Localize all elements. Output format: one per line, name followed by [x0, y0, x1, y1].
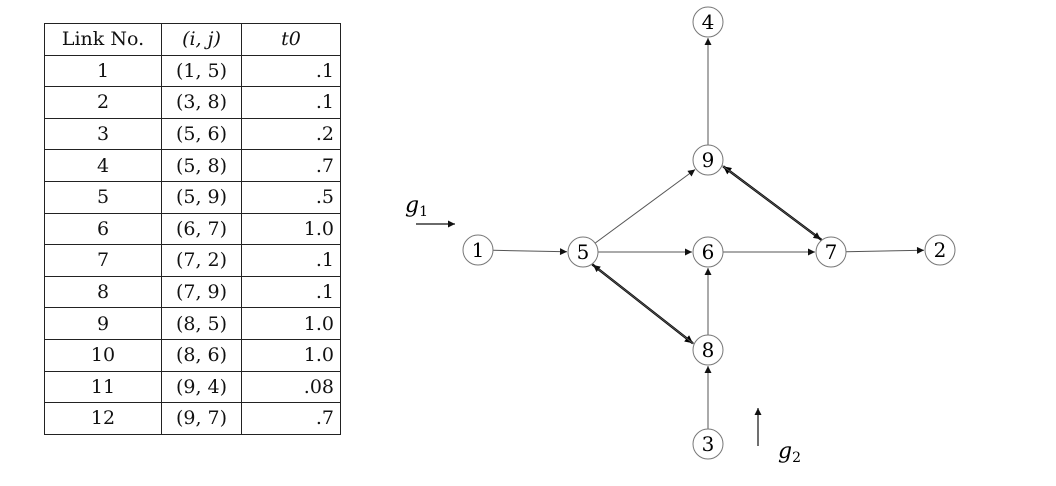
node-circle — [567, 236, 599, 268]
node-circle — [462, 234, 494, 266]
table-row: 10(8, 6)1.0 — [44, 338, 341, 372]
link-t0: 1.0 — [241, 307, 341, 340]
link-ij: (5, 6) — [161, 117, 242, 151]
node-circle — [692, 428, 724, 460]
node-label: 5 — [577, 240, 590, 264]
edge-7-2 — [845, 246, 925, 254]
node-4: 4 — [692, 6, 724, 38]
node-circle — [692, 144, 724, 176]
link-number: 2 — [44, 86, 162, 119]
link-ij: (7, 9) — [161, 275, 242, 309]
link-t0: .7 — [241, 402, 341, 435]
table-header-row: Link No. (i, j) t0 — [44, 23, 341, 56]
table-row: 9(8, 5)1.0 — [44, 307, 341, 340]
g1-label: g1 — [405, 193, 428, 220]
node-circle — [692, 6, 724, 38]
link-t0: .1 — [241, 54, 341, 88]
inflow-g2: g2 — [754, 408, 801, 466]
node-label: 2 — [934, 238, 947, 262]
link-ij: (5, 9) — [161, 180, 242, 214]
link-t0: 1.0 — [241, 212, 341, 246]
edge-9-7 — [722, 165, 821, 240]
link-t0: .7 — [241, 149, 341, 182]
edge-8-5 — [592, 264, 695, 345]
node-9: 9 — [692, 144, 724, 176]
link-ij: (6, 7) — [161, 212, 242, 246]
link-number: 10 — [44, 338, 162, 372]
header-ij: (i, j) — [161, 23, 242, 56]
link-ij: (9, 7) — [161, 402, 242, 435]
table-row: 6(6, 7)1.0 — [44, 212, 341, 246]
table-row: 8(7, 9).1 — [44, 275, 341, 309]
edge-5-9 — [594, 169, 696, 244]
table-row: 4(5, 8).7 — [44, 149, 341, 182]
table-row: 5(5, 9).5 — [44, 180, 341, 214]
node-circle — [692, 334, 724, 366]
node-label: 3 — [702, 432, 715, 456]
table-row: 12(9, 7).7 — [44, 402, 341, 435]
node-circle — [815, 236, 847, 268]
link-number: 9 — [44, 307, 162, 340]
node-label: 1 — [472, 238, 485, 262]
link-number: 4 — [44, 149, 162, 182]
node-circle — [692, 236, 724, 268]
node-label: 8 — [702, 338, 715, 362]
link-number: 3 — [44, 117, 162, 151]
table-row: 1(1, 5).1 — [44, 54, 341, 88]
link-number: 12 — [44, 402, 162, 435]
link-ij: (8, 5) — [161, 307, 242, 340]
node-3: 3 — [692, 428, 724, 460]
table-row: 7(7, 2).1 — [44, 244, 341, 277]
g2-label: g2 — [778, 439, 801, 466]
node-2: 2 — [924, 234, 956, 266]
node-8: 8 — [692, 334, 724, 366]
table-row: 2(3, 8).1 — [44, 86, 341, 119]
link-t0: .2 — [241, 117, 341, 151]
link-t0: .1 — [241, 275, 341, 309]
edge-1-5 — [492, 248, 568, 256]
inflow-g1: g1 — [405, 193, 455, 228]
header-link-no: Link No. — [44, 23, 162, 56]
node-label: 7 — [825, 240, 838, 264]
link-number: 8 — [44, 275, 162, 309]
node-label: 9 — [702, 148, 715, 172]
link-t0: .1 — [241, 86, 341, 119]
node-label: 6 — [702, 240, 715, 264]
node-circle — [924, 234, 956, 266]
node-1: 1 — [462, 234, 494, 266]
link-ij: (3, 8) — [161, 86, 242, 119]
table-row: 3(5, 6).2 — [44, 117, 341, 151]
link-t0: 1.0 — [241, 338, 341, 372]
link-ij: (5, 8) — [161, 149, 242, 182]
node-label: 4 — [702, 10, 715, 34]
link-t0: .1 — [241, 244, 341, 277]
node-7: 7 — [815, 236, 847, 268]
link-t0: .08 — [241, 370, 341, 404]
node-5: 5 — [567, 236, 599, 268]
link-number: 1 — [44, 54, 162, 88]
node-6: 6 — [692, 236, 724, 268]
